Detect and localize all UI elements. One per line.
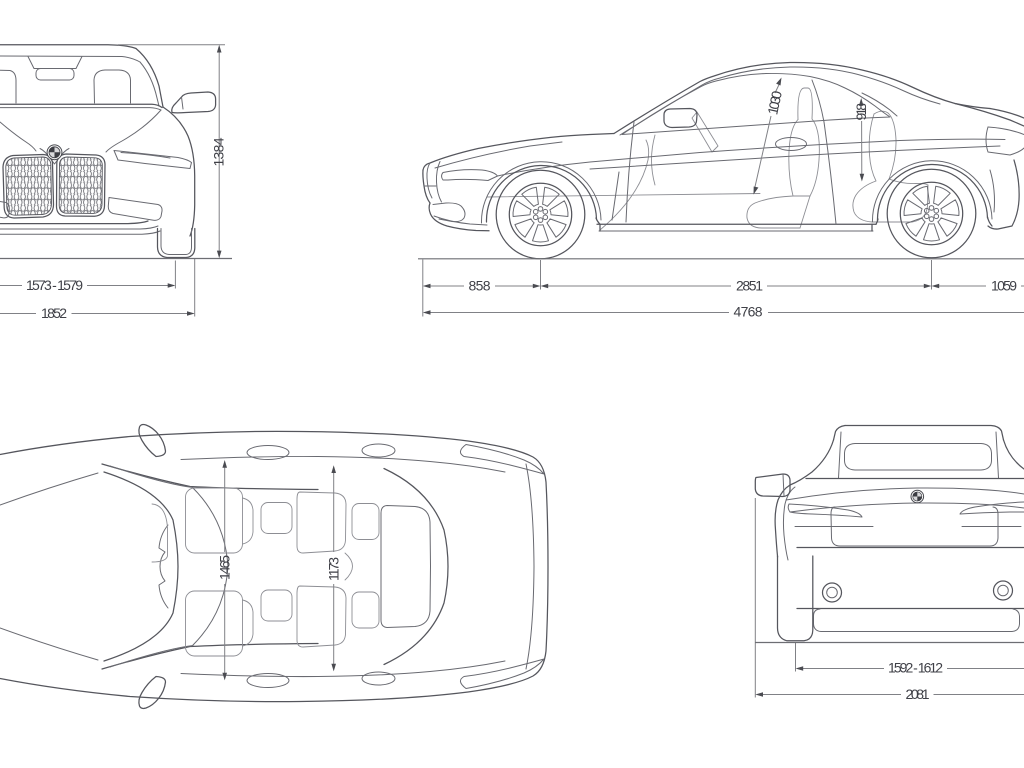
svg-text:1852: 1852 bbox=[41, 305, 67, 321]
svg-text:1384: 1384 bbox=[211, 137, 227, 166]
svg-text:1592 - 1612: 1592 - 1612 bbox=[888, 660, 943, 676]
svg-text:1030: 1030 bbox=[764, 89, 785, 116]
svg-text:4768: 4768 bbox=[734, 304, 763, 320]
svg-text:858: 858 bbox=[469, 278, 491, 294]
svg-text:1465: 1465 bbox=[217, 555, 233, 580]
svg-text:1173: 1173 bbox=[326, 557, 342, 581]
svg-text:2851: 2851 bbox=[736, 278, 763, 294]
svg-text:1573 - 1579: 1573 - 1579 bbox=[26, 277, 83, 293]
svg-text:1059: 1059 bbox=[991, 278, 1017, 294]
svg-text:2081: 2081 bbox=[906, 686, 930, 702]
svg-text:918: 918 bbox=[853, 103, 869, 121]
